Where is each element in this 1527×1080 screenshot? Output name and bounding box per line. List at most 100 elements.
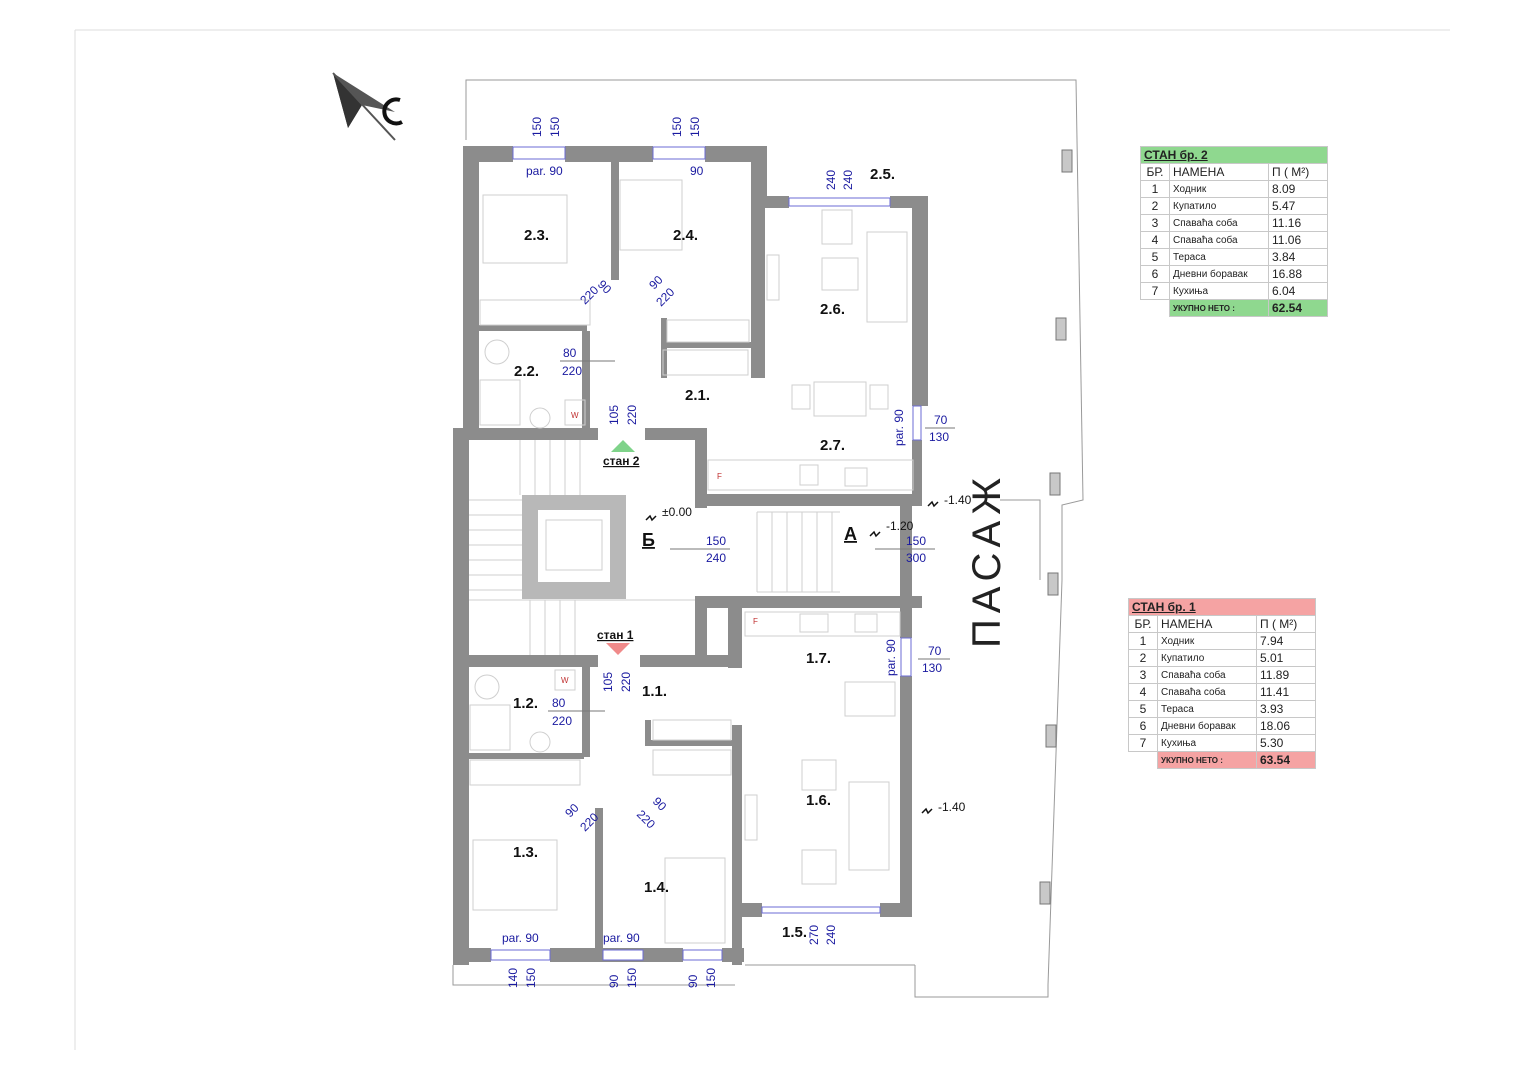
- washer-mark: W: [571, 411, 579, 420]
- entrances: стан 2 стан 1 Б А: [597, 440, 857, 655]
- row-no: 6: [1128, 717, 1158, 735]
- total-value: 62.54: [1268, 299, 1328, 317]
- staircase: [453, 428, 922, 660]
- dim-label: 220: [619, 672, 633, 692]
- level-label: ±0.00: [662, 505, 692, 519]
- neighbour-columns: [1039, 149, 1073, 905]
- total-label: УКУПНО НЕТО :: [1169, 299, 1269, 317]
- washer-mark: W: [561, 676, 569, 685]
- room-label-1-1: 1.1.: [642, 683, 667, 700]
- furniture: [469, 179, 914, 944]
- level-label: -1.20: [886, 519, 914, 533]
- dim-label: 150: [704, 968, 718, 988]
- dim-label: 220: [562, 364, 582, 378]
- room-label-2-7: 2.7.: [820, 437, 845, 454]
- row-no: 2: [1128, 649, 1158, 667]
- row-area: 5.30: [1256, 734, 1316, 752]
- room-label-1-6: 1.6.: [806, 792, 831, 809]
- row-name: Купатило: [1157, 649, 1257, 667]
- row-area: 5.47: [1268, 197, 1328, 215]
- dim-label: 105: [601, 672, 615, 692]
- row-area: 11.16: [1268, 214, 1328, 232]
- room-label-1-4: 1.4.: [644, 879, 669, 896]
- dim-label: 130: [922, 661, 942, 675]
- row-area: 7.94: [1256, 632, 1316, 650]
- dim-label: 105: [607, 405, 621, 425]
- row-area: 6.04: [1268, 282, 1328, 300]
- dim-label: par. 90: [502, 931, 539, 945]
- level-label: -1.40: [944, 493, 972, 507]
- entrance-label-stan-1: стан 1: [597, 628, 634, 642]
- row-no: 3: [1140, 214, 1170, 232]
- dim-label: 240: [824, 925, 838, 945]
- site-outline: [452, 79, 1084, 998]
- room-label-2-2: 2.2.: [514, 363, 539, 380]
- row-name: Спаваћа соба: [1169, 231, 1269, 249]
- dim-label: 90: [650, 794, 670, 814]
- entrance-arrow-up-icon: [611, 440, 635, 452]
- dim-label: 150: [548, 117, 562, 137]
- room-label-1-2: 1.2.: [513, 695, 538, 712]
- row-no: 3: [1128, 666, 1158, 684]
- dim-label: 90: [562, 801, 582, 821]
- row-name: Купатило: [1169, 197, 1269, 215]
- dim-label: 240: [841, 170, 855, 190]
- windows: [490, 146, 922, 961]
- room-label-2-4: 2.4.: [673, 227, 698, 244]
- row-name: Дневни боравак: [1169, 265, 1269, 283]
- dim-label: par. 90: [526, 164, 563, 178]
- walls-apartment-2: [463, 146, 928, 508]
- room-label-2-6: 2.6.: [820, 301, 845, 318]
- row-area: 11.06: [1268, 231, 1328, 249]
- total-value: 63.54: [1256, 751, 1316, 769]
- room-label-2-5: 2.5.: [870, 166, 895, 183]
- level-marker-icon: [921, 807, 933, 815]
- table-header-name: НАМЕНА: [1169, 163, 1269, 181]
- row-no: 4: [1140, 231, 1170, 249]
- table-header-no: БР.: [1128, 615, 1158, 633]
- row-no: 5: [1140, 248, 1170, 266]
- row-name: Тераса: [1169, 248, 1269, 266]
- dim-label: 240: [706, 551, 726, 565]
- row-area: 18.06: [1256, 717, 1316, 735]
- dim-label: 150: [906, 534, 926, 548]
- fridge-mark: F: [753, 617, 758, 626]
- dim-label: 140: [506, 968, 520, 988]
- level-marker-icon: [645, 514, 657, 522]
- dim-label: par. 90: [892, 409, 906, 446]
- dim-label: 150: [706, 534, 726, 548]
- row-area: 3.93: [1256, 700, 1316, 718]
- dim-label: 150: [625, 968, 639, 988]
- row-area: 3.84: [1268, 248, 1328, 266]
- row-no: 5: [1128, 700, 1158, 718]
- row-area: 11.41: [1256, 683, 1316, 701]
- walls-apartment-1: [453, 600, 912, 965]
- room-label-1-3: 1.3.: [513, 844, 538, 861]
- dim-label: 70: [928, 644, 942, 658]
- row-name: Спаваћа соба: [1169, 214, 1269, 232]
- level-marks: ±0.00 -1.40 -1.20 -1.40: [645, 493, 972, 815]
- table-header-name: НАМЕНА: [1157, 615, 1257, 633]
- dim-label: 220: [552, 714, 572, 728]
- table-title: СТАН бр. 1: [1128, 598, 1316, 616]
- row-name: Спаваћа соба: [1157, 683, 1257, 701]
- blank-cell: [1141, 300, 1170, 317]
- entrance-letter-a: А: [844, 524, 857, 544]
- room-label-2-1: 2.1.: [685, 387, 710, 404]
- room-labels: 2.3. 2.4. 2.5. 2.6. 2.2. 2.1. 2.7. 1.7. …: [513, 166, 895, 941]
- row-name: Спаваћа соба: [1157, 666, 1257, 684]
- row-area: 5.01: [1256, 649, 1316, 667]
- table-header-area: П ( М²): [1268, 163, 1328, 181]
- room-label-1-5: 1.5.: [782, 924, 807, 941]
- dim-label: 150: [670, 117, 684, 137]
- row-name: Кухиња: [1169, 282, 1269, 300]
- row-no: 1: [1140, 180, 1170, 198]
- row-no: 7: [1128, 734, 1158, 752]
